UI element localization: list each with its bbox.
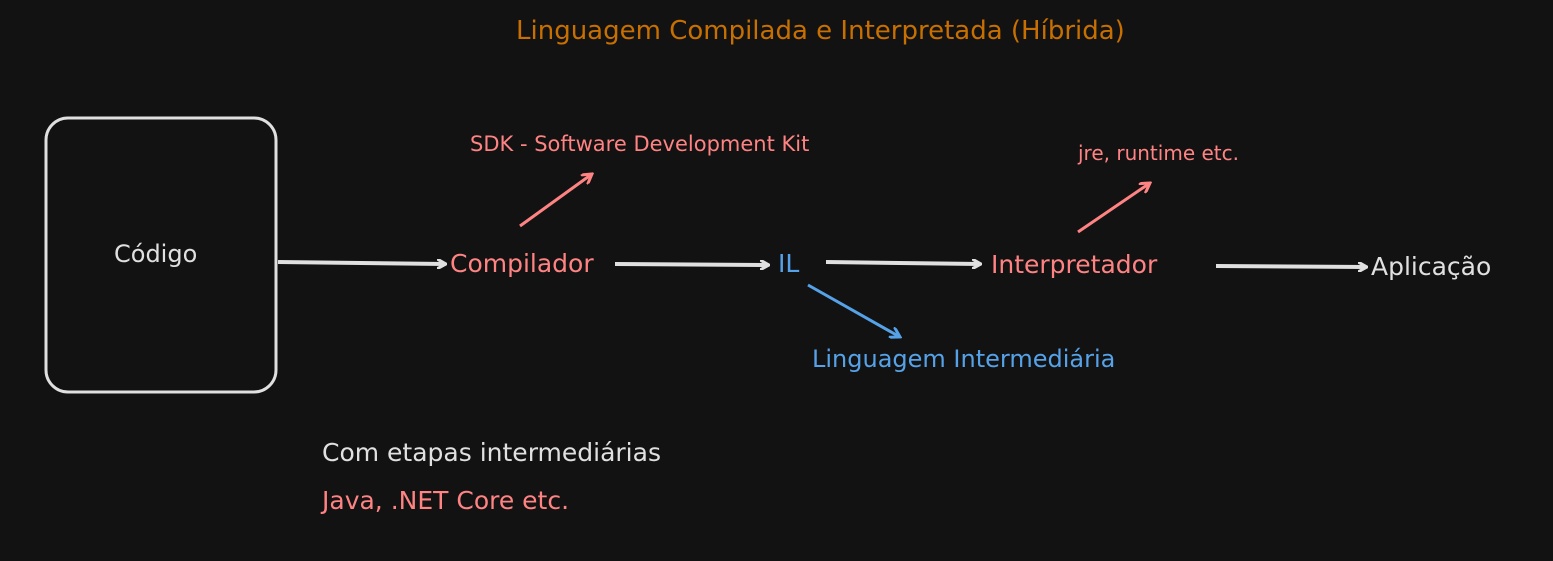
diagram-title: Linguagem Compilada e Interpretada (Híbr…: [516, 16, 1125, 46]
arrow-code-to-compiler: [277, 262, 445, 264]
annotation-il-meaning: Linguagem Intermediária: [812, 345, 1116, 373]
note-intermediate-steps: Com etapas intermediárias: [322, 438, 661, 467]
node-application: Aplicação: [1371, 252, 1492, 281]
arrow-compiler-to-il: [614, 264, 768, 265]
arrow-il-to-meaning: [807, 283, 900, 337]
code-box: [44, 116, 278, 394]
node-code: Código: [114, 240, 198, 268]
annotation-sdk: SDK - Software Development Kit: [470, 132, 810, 156]
arrow-il-to-interpreter: [825, 262, 980, 264]
arrow-interpreter-to-runtime: [1077, 183, 1150, 234]
arrow-interpreter-to-application: [1215, 266, 1366, 267]
node-compiler: Compilador: [450, 249, 594, 278]
node-interpreter: Interpretador: [991, 250, 1158, 279]
node-il: IL: [778, 249, 800, 278]
note-examples: Java, .NET Core etc.: [322, 486, 570, 515]
arrow-compiler-to-sdk: [519, 174, 592, 228]
annotation-runtime: jre, runtime etc.: [1078, 141, 1239, 165]
